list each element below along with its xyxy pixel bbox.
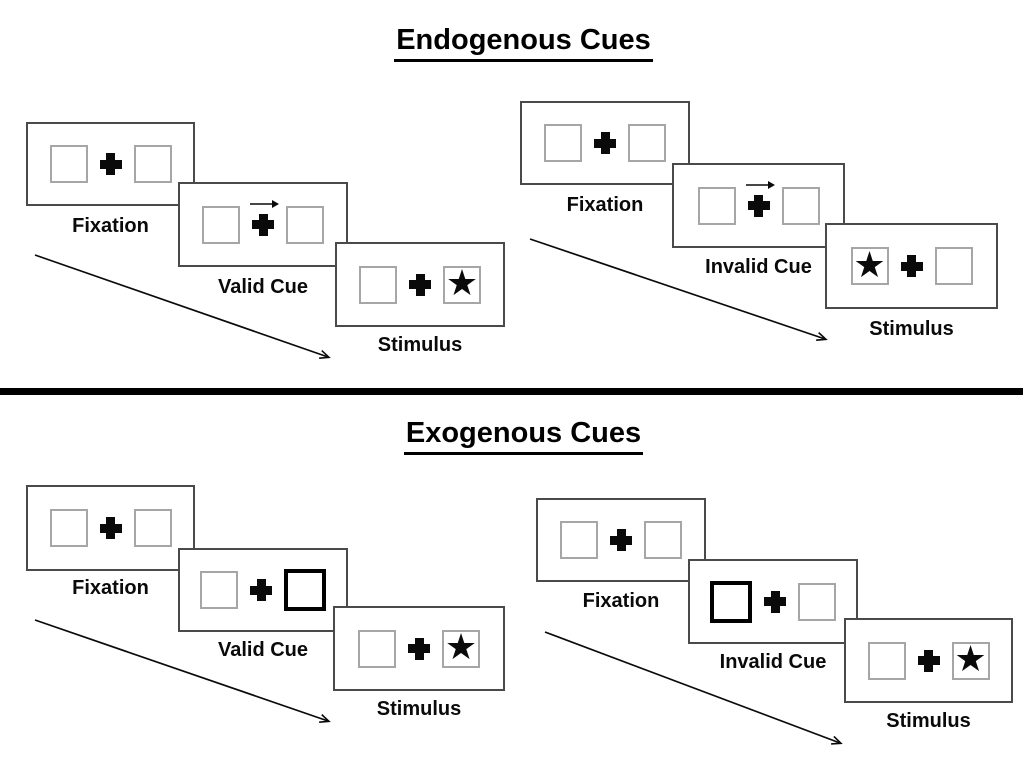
fixation-cross-icon — [408, 637, 430, 660]
right-placeholder-box — [133, 145, 172, 183]
left-cue-highlight-box — [710, 580, 752, 623]
invalid-cue-panel — [672, 163, 845, 248]
star-stimulus-icon: ★ — [445, 262, 479, 303]
star-stimulus-icon: ★ — [444, 626, 478, 667]
right-placeholder-box — [133, 509, 172, 547]
left-placeholder-box — [867, 641, 906, 680]
left-placeholder-box — [560, 521, 598, 559]
fixation-cross-icon — [747, 194, 770, 217]
right-placeholder-box — [628, 124, 666, 162]
fixation-panel — [520, 101, 690, 185]
panel-label-fixation: Fixation — [582, 590, 660, 612]
left-placeholder-box — [544, 124, 582, 162]
section-divider — [0, 388, 1023, 395]
star-stimulus-icon: ★ — [853, 243, 886, 285]
fixation-cross-icon — [900, 255, 923, 277]
right-placeholder-box — [781, 186, 820, 225]
left-placeholder-box — [697, 186, 736, 225]
panel-label-stimulus: Stimulus — [869, 318, 954, 340]
fixation-cross-icon — [252, 213, 274, 236]
panel-label-invalid-cue: Invalid Cue — [719, 651, 827, 673]
panel-label-fixation: Fixation — [72, 577, 149, 599]
fixation-cross-icon — [610, 529, 632, 551]
cue-arrow-right-icon — [745, 180, 775, 189]
left-placeholder-box — [49, 145, 88, 183]
fixation-panel — [26, 122, 195, 206]
right-stimulus-box: ★ — [442, 626, 480, 668]
right-placeholder-box — [644, 521, 682, 559]
fixation-cross-icon — [99, 517, 122, 539]
panel-label-stimulus: Stimulus — [376, 698, 462, 720]
fixation-panel — [26, 485, 195, 571]
valid-cue-panel — [178, 182, 348, 267]
panel-label-stimulus: Stimulus — [377, 334, 463, 356]
timeline-arrow-endogenous-invalid — [529, 238, 828, 342]
cue-arrow-right-icon — [250, 199, 279, 208]
stimulus-panel: ★ — [825, 223, 998, 309]
fixation-cross-icon — [764, 590, 786, 613]
left-placeholder-box — [49, 509, 88, 547]
panel-label-valid-cue: Valid Cue — [217, 276, 309, 298]
timeline-arrow-exogenous-valid — [34, 619, 331, 723]
panel-label-fixation: Fixation — [72, 215, 149, 237]
left-placeholder-box — [359, 265, 397, 304]
right-placeholder-box — [286, 205, 324, 244]
right-placeholder-box — [798, 582, 836, 621]
right-stimulus-box: ★ — [951, 638, 990, 680]
left-stimulus-box: ★ — [850, 243, 889, 285]
fixation-cross-icon — [917, 649, 940, 672]
right-cue-highlight-box — [284, 569, 326, 611]
stimulus-panel: ★ — [844, 618, 1013, 703]
left-placeholder-box — [358, 629, 396, 668]
panel-label-valid-cue: Valid Cue — [217, 639, 309, 661]
endogenous-section-title: Endogenous Cues — [0, 24, 1023, 62]
stimulus-panel: ★ — [333, 606, 505, 691]
fixation-cross-icon — [409, 273, 431, 296]
fixation-cross-icon — [594, 132, 616, 154]
fixation-panel — [536, 498, 706, 582]
right-stimulus-box: ★ — [443, 262, 481, 304]
panel-label-fixation: Fixation — [566, 194, 644, 216]
valid-cue-panel — [178, 548, 348, 632]
fixation-cross-icon — [99, 153, 122, 175]
timeline-arrow-endogenous-valid — [34, 254, 331, 359]
star-stimulus-icon: ★ — [954, 638, 987, 679]
exogenous-section-title: Exogenous Cues — [0, 417, 1023, 455]
panel-label-invalid-cue: Invalid Cue — [705, 256, 812, 278]
fixation-cross-icon — [250, 579, 272, 601]
invalid-cue-panel — [688, 559, 858, 644]
right-placeholder-box — [934, 247, 973, 285]
panel-label-stimulus: Stimulus — [886, 710, 971, 732]
left-placeholder-box — [200, 571, 238, 609]
left-placeholder-box — [202, 205, 240, 244]
timeline-arrow-exogenous-invalid — [544, 631, 843, 745]
stimulus-panel: ★ — [335, 242, 505, 327]
